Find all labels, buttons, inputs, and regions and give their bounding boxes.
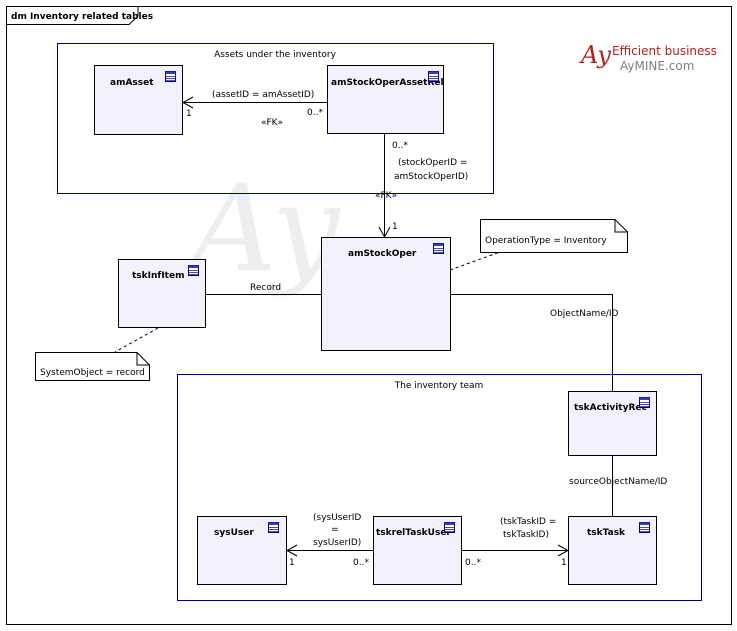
relation-record-label: Record (250, 283, 281, 293)
connectors (181, 96, 613, 557)
package-assets-title: Assets under the inventory (214, 50, 337, 60)
relation-asset-constraint: (assetID = amAssetID) (212, 90, 314, 100)
table-amStockOper[interactable]: amStockOper (321, 237, 451, 351)
relation-stock-stereotype: «FK» (375, 191, 397, 201)
relation-task-constraint-1: (tskTaskID = (500, 517, 556, 527)
table-icon (268, 522, 279, 533)
relation-user-constraint-2: = (331, 525, 339, 535)
relation-task-constraint-2: tskTaskID) (503, 530, 549, 540)
brand-logo: Ay Efficient business AyMINE.com (579, 41, 717, 73)
package-team[interactable]: The inventory team (177, 374, 702, 601)
note-systemobject-anchor (114, 327, 159, 353)
table-icon (433, 243, 444, 254)
table-tskActivityRec-name: tskActivityRec (574, 403, 647, 413)
relation-task-target-mult: 1 (561, 558, 567, 568)
relation-user-constraint-3: sysUserID) (313, 538, 361, 548)
table-amAsset-name: amAsset (110, 78, 154, 88)
note-operation-type-text: OperationType = Inventory (485, 236, 607, 246)
note-system-object-text: SystemObject = record (40, 368, 145, 378)
table-icon (639, 397, 650, 408)
relation-sourceobject-label: sourceObjectName/ID (569, 477, 667, 487)
package-team-title: The inventory team (394, 381, 484, 391)
table-amStockOperAssetRel[interactable]: amStockOperAssetRel (327, 65, 444, 134)
note-system-object[interactable]: SystemObject = record (35, 352, 150, 381)
watermark-logo: Ay (180, 160, 342, 299)
table-tskActivityRec[interactable]: tskActivityRec (568, 391, 657, 456)
table-tskrelTaskUser-name: tskrelTaskUser (376, 528, 451, 538)
frame-title: dm Inventory related tables (11, 12, 153, 22)
relation-stock-source-mult: 0..* (392, 141, 408, 151)
relation-user-constraint-1: (sysUserID (313, 513, 361, 523)
relation-asset-stereotype: «FK» (261, 118, 283, 128)
relation-stock-target-mult: 1 (392, 222, 398, 232)
table-tskInfItem[interactable]: tskInfItem (118, 259, 206, 328)
package-assets[interactable]: Assets under the inventory (57, 43, 494, 194)
table-icon (428, 71, 439, 82)
table-tskTask-name: tskTask (587, 528, 626, 538)
diagram-frame: dm Inventory related tables (6, 6, 732, 625)
relation-asset-source-mult: 0..* (307, 108, 323, 118)
table-icon (188, 265, 199, 276)
table-amStockOperAssetRel-name: amStockOperAssetRel (331, 78, 444, 88)
table-icon (444, 522, 455, 533)
table-icon (165, 71, 176, 82)
table-tskrelTaskUser[interactable]: tskrelTaskUser (373, 516, 462, 585)
note-operation-anchor (449, 251, 501, 271)
table-amStockOper-name: amStockOper (348, 249, 417, 259)
relation-task-source-mult: 0..* (465, 558, 481, 568)
relation-objectname-line[interactable] (450, 294, 613, 392)
table-amAsset[interactable]: amAsset (94, 65, 183, 135)
note-operation-type[interactable]: OperationType = Inventory (480, 219, 628, 253)
relation-stock-constraint-1: (stockOperID = (398, 158, 467, 168)
relation-objectname-label: ObjectName/ID (550, 309, 619, 319)
relation-user-source-mult: 0..* (353, 558, 369, 568)
relation-user-target-mult: 1 (289, 558, 295, 568)
relation-stock-constraint-2: amStockOperID) (394, 172, 468, 182)
table-sysUser-name: sysUser (214, 528, 254, 538)
relation-asset-target-mult: 1 (186, 109, 192, 119)
table-tskInfItem-name: tskInfItem (132, 271, 184, 281)
logo-line-1: Efficient business (612, 44, 717, 58)
logo-mark: Ay (579, 41, 611, 69)
table-icon (639, 522, 650, 533)
logo-line-2: AyMINE.com (620, 59, 694, 73)
table-sysUser[interactable]: sysUser (197, 516, 287, 585)
table-tskTask[interactable]: tskTask (568, 516, 657, 585)
